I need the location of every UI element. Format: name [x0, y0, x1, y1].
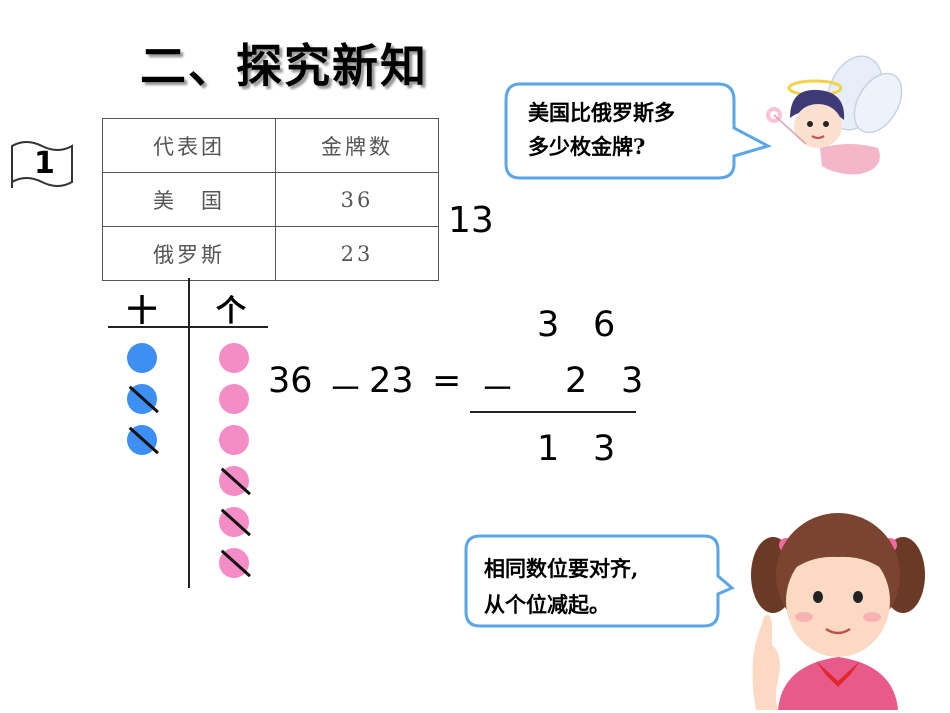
table-row: 美 国 36	[102, 172, 439, 227]
tens-header: 十	[127, 294, 157, 329]
vertical-top-tens: 3	[537, 305, 560, 345]
vertical-result-tens: 1	[537, 429, 560, 469]
cross-out-mark	[129, 426, 159, 454]
angel-bubble-line2: 多少枚金牌?	[528, 134, 646, 159]
angel-speech-bubble	[504, 82, 772, 180]
header-team: 代表团	[102, 118, 276, 173]
tens-counter-crossed	[127, 425, 159, 455]
header-medals: 金牌数	[275, 118, 439, 173]
ones-counter-crossed	[219, 507, 251, 537]
ones-counter	[219, 343, 249, 373]
cell-team: 美 国	[102, 172, 276, 227]
page-title: 二、探究新知	[140, 39, 428, 93]
tens-counter	[127, 343, 157, 373]
cross-out-mark	[129, 385, 159, 413]
vertical-result-ones: 3	[593, 429, 616, 469]
cross-out-mark	[221, 508, 251, 536]
girl-bubble-line1: 相同数位要对齐,	[484, 556, 639, 581]
cross-out-mark	[221, 549, 251, 577]
cross-out-mark	[221, 467, 251, 495]
equation-minus: －	[328, 370, 364, 410]
ones-header: 个	[216, 294, 246, 329]
ones-counter-crossed	[219, 548, 251, 578]
vertical-minus: －	[480, 370, 516, 410]
ones-counter	[219, 425, 249, 455]
equation-operand-b: 23	[369, 361, 414, 401]
vertical-result-line	[470, 411, 636, 413]
answer-text: 13	[448, 200, 494, 241]
girl-speech-bubble	[464, 534, 735, 628]
cell-medals: 36	[275, 172, 439, 227]
vertical-top-ones: 6	[593, 305, 616, 345]
chart-divider-vertical	[188, 278, 190, 588]
cell-team: 俄罗斯	[102, 226, 276, 281]
problem-number: 1	[34, 146, 55, 181]
table-header-row: 代表团 金牌数	[102, 118, 439, 173]
medal-table: 代表团 金牌数 美 国 36 俄罗斯 23	[102, 118, 439, 281]
cell-medals: 23	[275, 226, 439, 281]
girl-illustration	[751, 513, 925, 710]
angel-bubble-line1: 美国比俄罗斯多	[528, 100, 675, 125]
vertical-mid-tens: 2	[565, 361, 588, 401]
girl-bubble-line2: 从个位减起。	[484, 592, 610, 617]
vertical-mid-ones: 3	[621, 361, 644, 401]
ones-counter	[219, 384, 249, 414]
problem-number-flag: 1	[8, 138, 76, 190]
angel-illustration	[766, 55, 903, 175]
equation-equals: =	[432, 361, 462, 401]
flag-icon	[11, 141, 73, 188]
tens-counter-crossed	[127, 384, 159, 414]
equation-operand-a: 36	[268, 361, 313, 401]
table-row: 俄罗斯 23	[102, 226, 439, 281]
ones-counter-crossed	[219, 466, 251, 496]
